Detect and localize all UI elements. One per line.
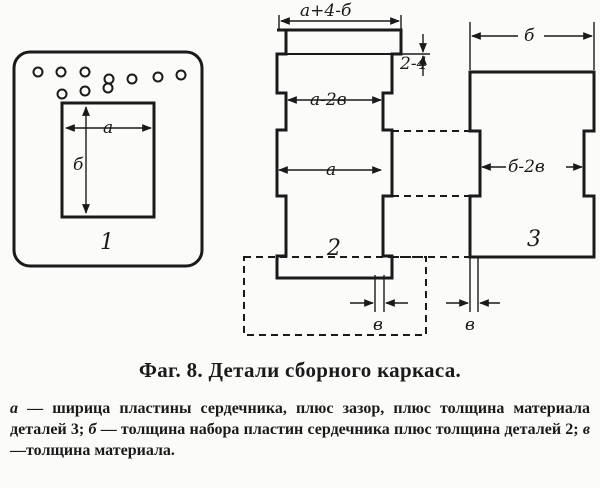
- frame-parts-diagram: a б 1 a+4-б 2-4 a-2в a 2 в: [12, 1, 596, 336]
- thickness-2-label: в: [373, 315, 383, 335]
- part-3-end: [468, 70, 596, 259]
- part-2-number: 2: [326, 236, 341, 261]
- window-height-label: б: [73, 155, 84, 175]
- legend-text-b: — толщина набора пластин сердечника плюс…: [96, 421, 583, 438]
- width-2-label: a: [326, 160, 336, 180]
- figure-caption-title: Фаг. 8. Детали сборного каркаса.: [138, 358, 462, 382]
- top-width-label: a+4-б: [300, 1, 352, 21]
- figure-caption-legend: а — ширица пластины сердечника, плюс заз…: [10, 398, 590, 461]
- legend-symbol-b: б: [88, 421, 97, 438]
- thickness-3-label: в: [465, 315, 475, 335]
- part-1-number: 1: [100, 230, 114, 255]
- part-1-holes: [32, 66, 187, 100]
- part-1-plate: [12, 50, 204, 268]
- inner-width-2-label: a-2в: [310, 90, 347, 110]
- flange-height-label: 2-4: [399, 54, 427, 74]
- window-width-label: a: [103, 118, 113, 138]
- part-3-number: 3: [527, 227, 541, 252]
- legend-symbol-a: а: [10, 400, 18, 417]
- width-3-label: б: [524, 26, 535, 46]
- inner-width-3-label: б-2в: [508, 157, 545, 177]
- part-2-side: [275, 28, 403, 280]
- legend-text-v: —толщина материала.: [10, 442, 175, 459]
- legend-text-a: — ширица пластины сердечника, плюс зазор…: [10, 400, 590, 438]
- legend-symbol-v: в: [582, 421, 591, 438]
- assembly-dashed-outlines: [243, 130, 470, 336]
